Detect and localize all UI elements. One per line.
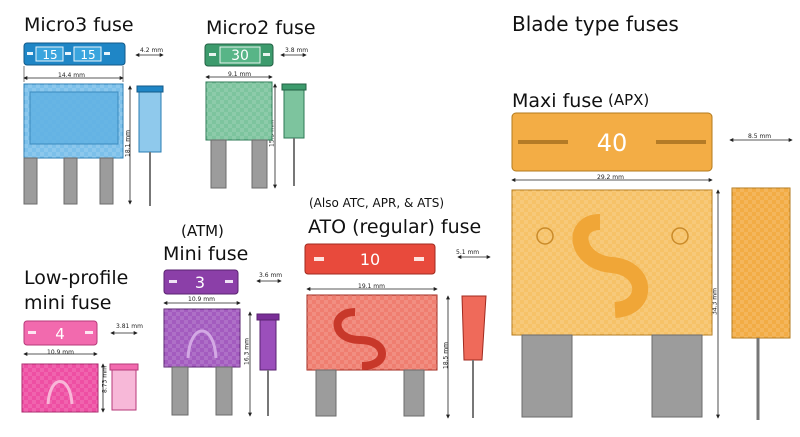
lowprofile-fuse [21, 320, 139, 413]
micro2-width-label: 9.1 mm [228, 71, 252, 78]
ato-alias: (Also ATC, APR, & ATS) [309, 196, 445, 210]
page-title: Blade type fuses [512, 12, 679, 36]
lowprofile-title-line1: Low-profile [24, 267, 129, 289]
ato-thickness-label: 5.1 mm [456, 249, 480, 256]
micro3-width-label: 14.4 mm [58, 72, 85, 79]
mini-thickness-label: 3.6 mm [259, 272, 283, 279]
maxi-width-label: 29.2 mm [597, 174, 624, 181]
lowprofile-title-line2: mini fuse [24, 292, 112, 314]
micro3-thickness-label: 4.2 mm [140, 47, 164, 54]
maxi-fuse [511, 112, 793, 420]
lowprofile-thickness-label: 3.81 mm [116, 323, 143, 330]
maxi-title: Maxi fuse [512, 90, 603, 112]
maxi-rating: 40 [597, 129, 628, 157]
lowprofile-rating: 4 [55, 325, 65, 343]
mini-fuse [163, 269, 282, 417]
maxi-alias: (APX) [608, 91, 650, 109]
micro2-title: Micro2 fuse [206, 17, 316, 39]
maxi-thickness-label: 8.5 mm [748, 133, 772, 140]
micro2-thickness-label: 3.8 mm [285, 47, 309, 54]
micro3-title: Micro3 fuse [24, 14, 134, 36]
ato-width-label: 19.1 mm [358, 283, 385, 290]
micro2-fuse [204, 43, 307, 189]
mini-width-label: 10.9 mm [188, 296, 215, 303]
micro3-rating-1: 15 [42, 48, 57, 62]
mini-alias: (ATM) [181, 222, 224, 240]
ato-title: ATO (regular) fuse [308, 216, 482, 238]
ato-rating: 10 [360, 250, 380, 269]
mini-rating: 3 [195, 273, 205, 292]
ato-fuse [304, 243, 491, 419]
micro3-rating-2: 15 [80, 48, 95, 62]
micro3-fuse [23, 42, 164, 206]
micro2-rating: 30 [231, 48, 249, 64]
mini-title: Mini fuse [163, 243, 249, 265]
